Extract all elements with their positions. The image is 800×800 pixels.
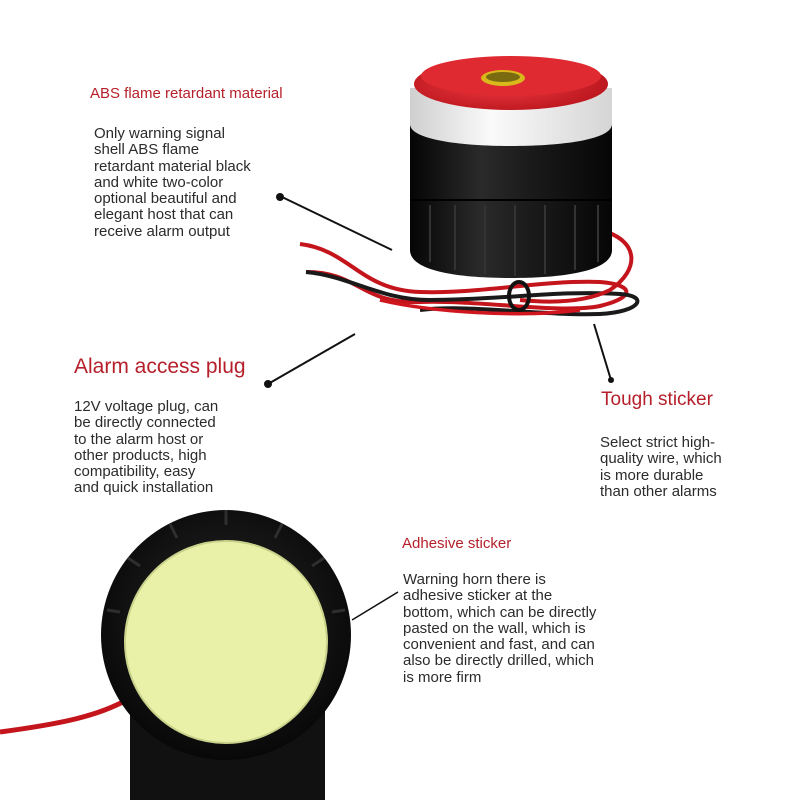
tough-callout-title: Tough sticker — [601, 389, 713, 410]
adhesive-callout-title: Adhesive sticker — [402, 535, 512, 552]
abs-callout-title: ABS flame retardant material — [90, 85, 283, 102]
tough-pointer-line — [593, 323, 612, 381]
abs-pointer-line — [281, 196, 393, 251]
tough-callout-text: Select strict high- quality wire, which … — [600, 434, 722, 500]
abs-callout-text: Only warning signal shell ABS flame reta… — [94, 125, 251, 240]
plug-callout-title: Alarm access plug — [74, 355, 246, 378]
adhesive-pointer-line — [351, 591, 399, 621]
adhesive-callout-text: Warning horn there is adhesive sticker a… — [403, 571, 597, 686]
adhesive-sticker-bottom-icon — [0, 510, 351, 800]
plug-callout-text: 12V voltage plug, can be directly connec… — [74, 398, 219, 497]
plug-pointer-line — [267, 333, 356, 385]
buzzer-siren-icon — [299, 56, 640, 317]
